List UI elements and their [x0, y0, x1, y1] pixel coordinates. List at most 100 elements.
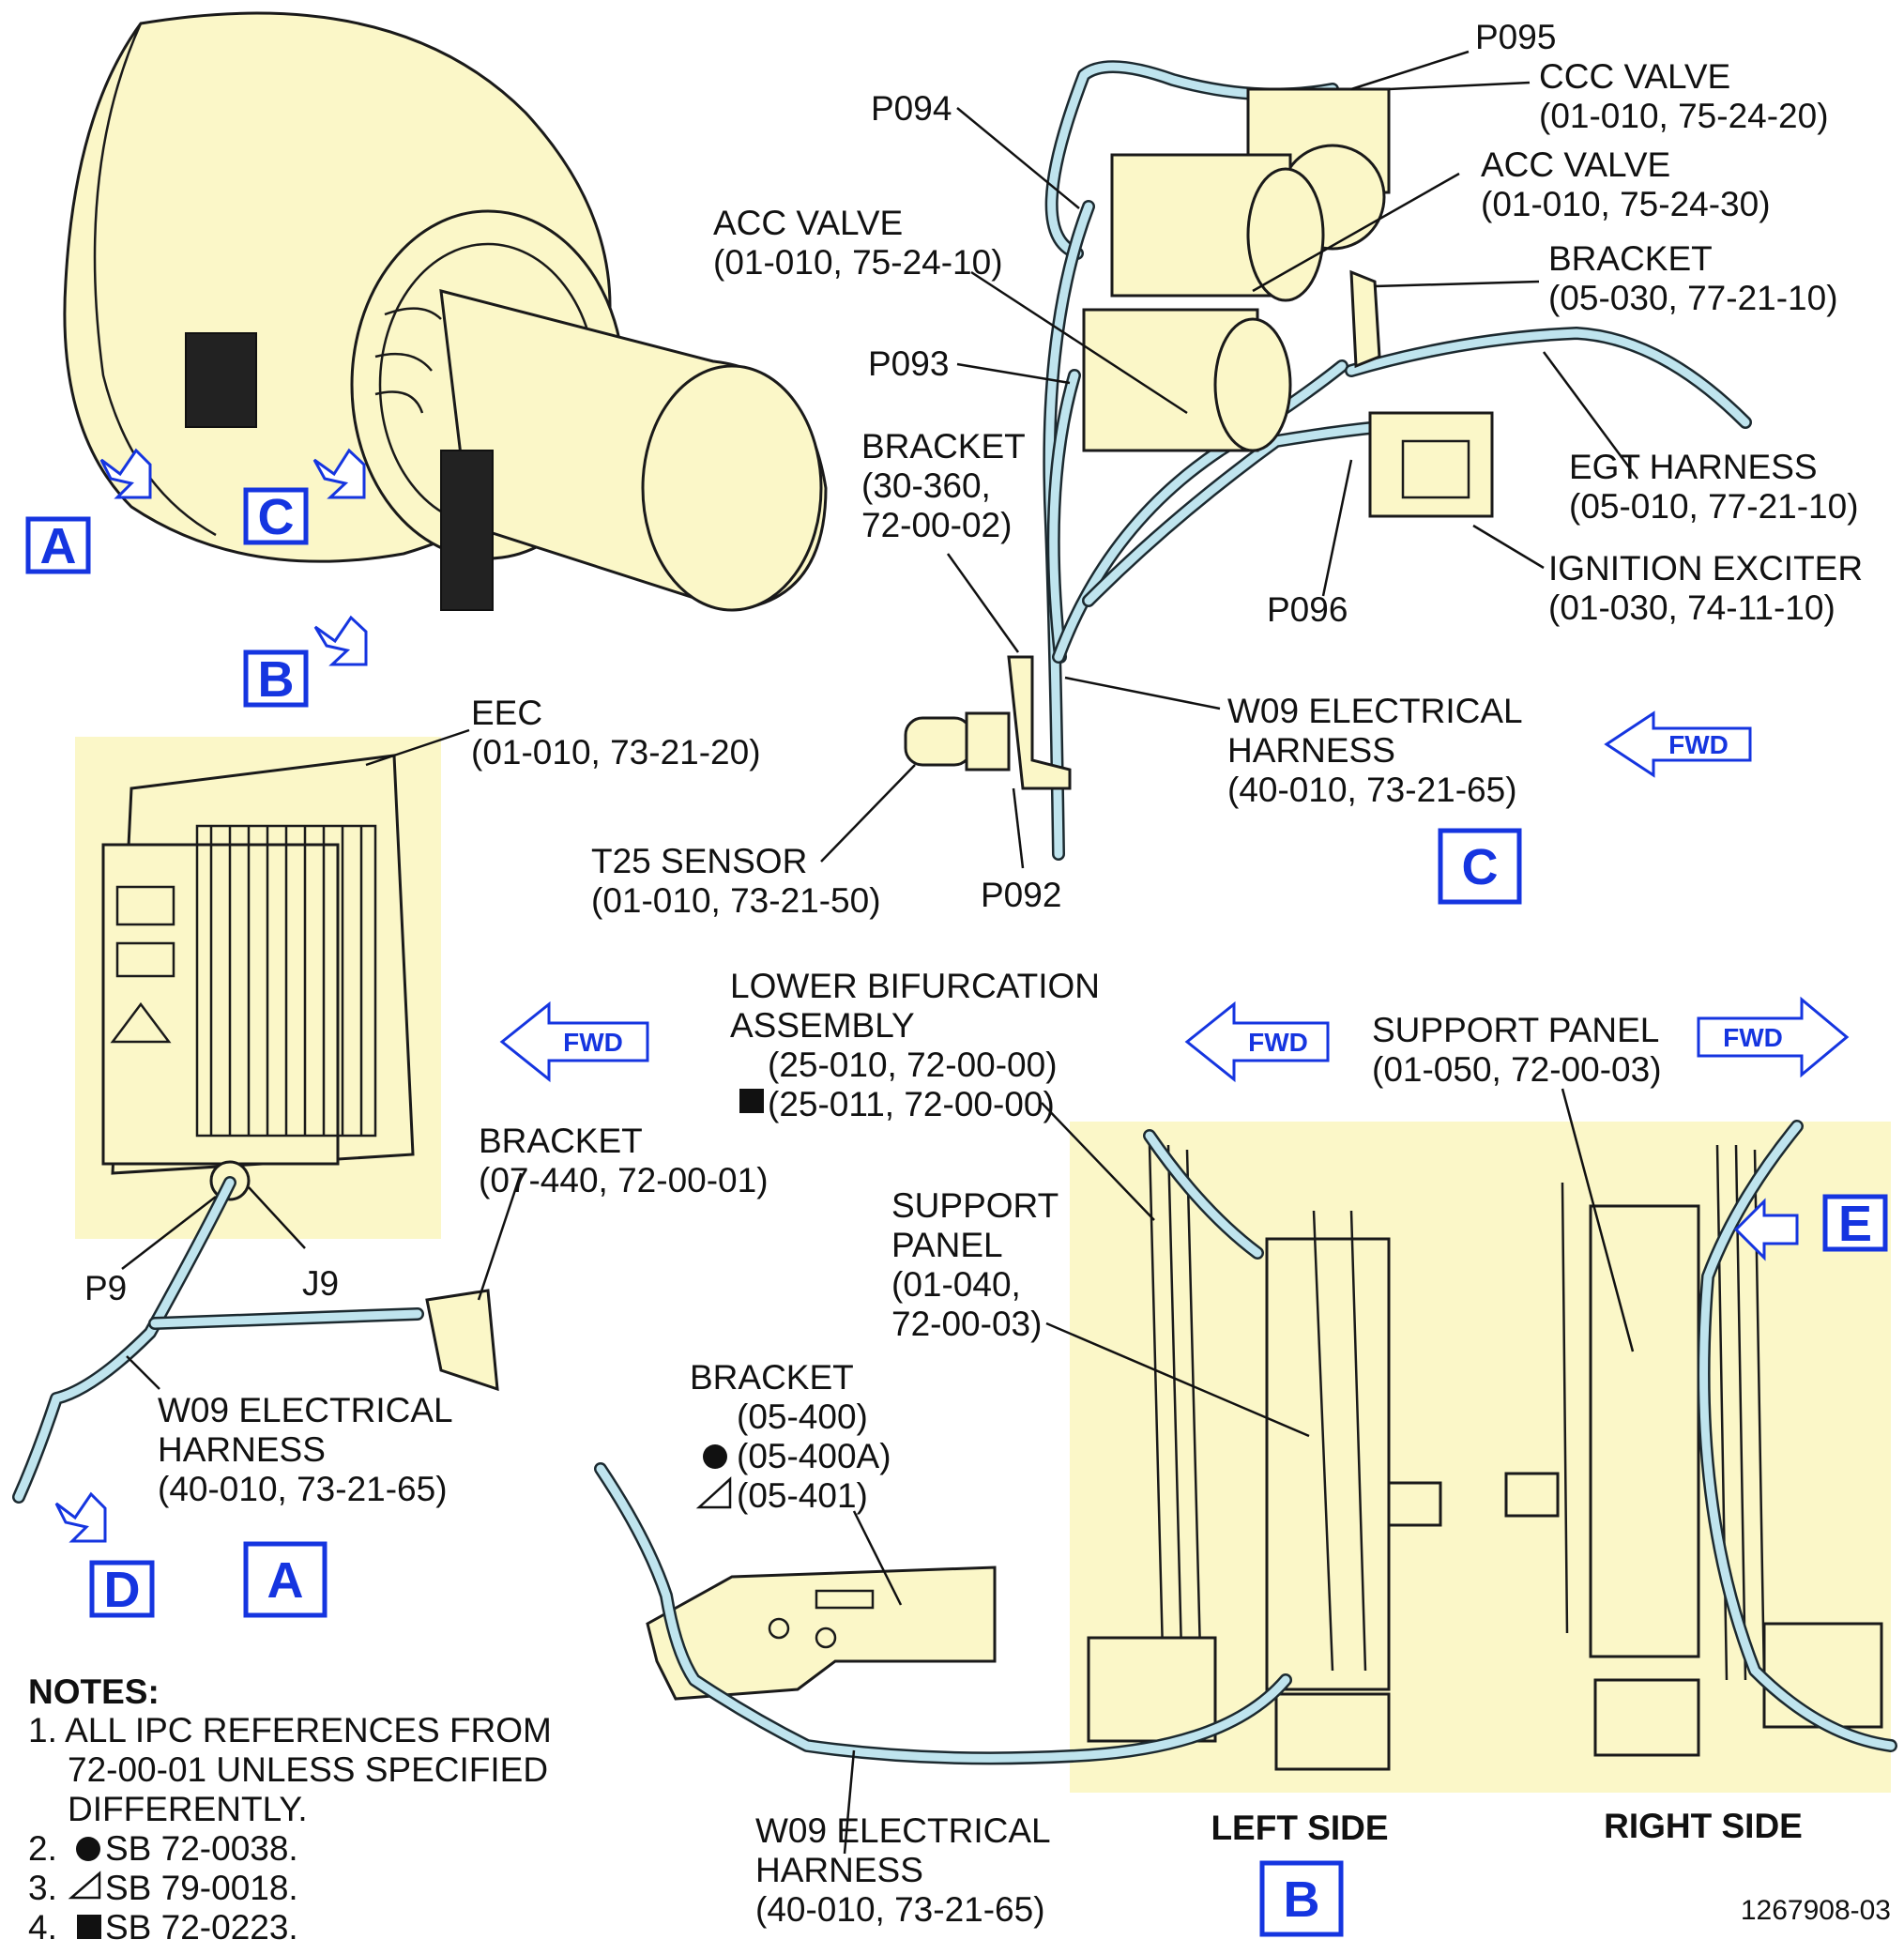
notes-block: NOTES: 1. ALL IPC REFERENCES FROM 72-00-…: [28, 1672, 552, 1947]
support-panel-right-shape: [1589, 1204, 1700, 1658]
label-eec-ref: (01-010, 73-21-20): [471, 733, 761, 771]
label-ignition-exciter-name: IGNITION EXCITER: [1548, 549, 1863, 588]
label-acc-valve-left-ref: (01-010, 75-24-10): [713, 243, 1003, 282]
note-3-triangle-marker: [68, 1871, 101, 1900]
note-1-line1: 1. ALL IPC REFERENCES FROM: [28, 1711, 552, 1749]
label-lower-bifurcation-line1: LOWER BIFURCATION: [730, 967, 1100, 1005]
bracket-a-shape: [425, 1289, 499, 1392]
fwd-arrow-view-b-left: FWD: [1184, 1000, 1330, 1083]
label-bracket-a-ref: (07-440, 72-00-01): [479, 1161, 769, 1199]
view-c-leaders: [820, 50, 1639, 869]
view-tag-c-text: C: [1462, 839, 1499, 895]
view-a-illustration: [12, 754, 499, 1504]
view-tag-e: [1822, 1194, 1888, 1252]
label-w09-a-line1: W09 ELECTRICAL: [158, 1391, 453, 1429]
bracket-c-left-shape: [1007, 655, 1072, 790]
view-tag-d-text: D: [104, 1562, 141, 1618]
label-t25-sensor-name: T25 SENSOR: [591, 842, 807, 880]
label-bracket-b-ref1: (05-400): [737, 1398, 868, 1436]
note-4-text: SB 72-0223.: [105, 1908, 298, 1947]
label-right-side: RIGHT SIDE: [1604, 1807, 1803, 1845]
view-tag-c-overview: [243, 487, 309, 545]
view-tag-e-text: E: [1838, 1196, 1872, 1252]
engine-overview: [63, 11, 828, 612]
label-bracket-b-name: BRACKET: [690, 1358, 854, 1397]
callouts-view-b: LOWER BIFURCATION ASSEMBLY (25-010, 72-0…: [690, 967, 1803, 1929]
view-arrow-d: [54, 1491, 107, 1543]
view-tag-a-overview-text: A: [40, 518, 77, 574]
label-acc-valve-right-ref: (01-010, 75-24-30): [1481, 185, 1771, 223]
label-w09-c-line3: (40-010, 73-21-65): [1227, 771, 1517, 809]
fwd-label-view-b-left: FWD: [1248, 1028, 1308, 1057]
view-tag-a: [243, 1541, 327, 1618]
fwd-label-view-c: FWD: [1668, 730, 1729, 759]
label-ignition-exciter-ref: (01-030, 74-11-10): [1548, 588, 1835, 627]
label-acc-valve-right-name: ACC VALVE: [1481, 145, 1670, 184]
view-a-leaders: [121, 728, 523, 1390]
label-bracket-c-left-ref2: 72-00-02): [861, 506, 1012, 544]
label-support-panel-left-line4: 72-00-03): [891, 1305, 1042, 1343]
label-left-side: LEFT SIDE: [1211, 1809, 1388, 1847]
label-egt-harness-name: EGT HARNESS: [1569, 448, 1818, 486]
note-3-text: SB 79-0018.: [105, 1869, 298, 1907]
label-bracket-a-name: BRACKET: [479, 1122, 643, 1160]
label-w09-a-line2: HARNESS: [158, 1430, 326, 1469]
label-p096: P096: [1267, 590, 1348, 629]
view-b-leaders: [843, 1088, 1635, 1855]
view-c-illustration: [904, 60, 1752, 861]
view-b-right-side: [1504, 1120, 1897, 1757]
label-lower-bifurcation-ref1: (25-010, 72-00-00): [768, 1046, 1058, 1084]
bracket-c-right-shape: [1349, 269, 1381, 369]
fwd-arrow-view-a: FWD: [499, 1000, 649, 1083]
support-panel-left-shape: [1265, 1237, 1391, 1691]
view-tag-c-overview-text: C: [258, 489, 295, 545]
label-support-panel-left-line2: PANEL: [891, 1226, 1003, 1264]
label-bracket-c-right-ref: (05-030, 77-21-10): [1548, 279, 1838, 317]
label-p092: P092: [981, 876, 1061, 914]
fwd-arrow-view-c: FWD: [1604, 710, 1752, 778]
fwd-label-view-b-right: FWD: [1723, 1023, 1783, 1052]
view-tag-d: [89, 1560, 155, 1618]
figure-id: 1267908-03: [1741, 1895, 1891, 1926]
t25-sensor-shape: [904, 716, 973, 767]
view-tag-c: [1438, 828, 1522, 905]
square-marker: [739, 1089, 764, 1113]
note-4-square-marker: [77, 1915, 101, 1939]
note-2-text: SB 72-0038.: [105, 1829, 298, 1868]
circle-marker: [703, 1444, 727, 1469]
notes-title: NOTES:: [28, 1672, 160, 1711]
note-3-number: 3.: [28, 1869, 57, 1907]
label-w09-c-line2: HARNESS: [1227, 731, 1395, 770]
view-arrow-b-overview: [313, 615, 368, 666]
label-support-panel-left-line1: SUPPORT: [891, 1186, 1059, 1225]
label-w09-b-line1: W09 ELECTRICAL: [755, 1811, 1051, 1850]
view-b-left-side: [1087, 1129, 1442, 1771]
note-2-circle-marker: [76, 1837, 100, 1861]
label-w09-b-line2: HARNESS: [755, 1851, 923, 1889]
label-bracket-c-left-ref1: (30-360,: [861, 466, 991, 505]
view-arrow-c-overview: [312, 448, 366, 499]
callouts-view-a: EEC (01-010, 73-21-20) BRACKET (07-440, …: [84, 694, 769, 1508]
view-tag-a-text: A: [267, 1552, 304, 1609]
view-tag-b: [1259, 1860, 1344, 1937]
note-1-line3: DIFFERENTLY.: [68, 1790, 308, 1828]
triangle-marker: [695, 1476, 732, 1509]
view-arrow-a: [99, 448, 152, 499]
label-support-panel-right-ref: (01-050, 72-00-03): [1372, 1050, 1662, 1089]
label-p095: P095: [1475, 18, 1556, 56]
fwd-arrow-view-b-right: FWD: [1697, 996, 1850, 1078]
label-bracket-c-left-name: BRACKET: [861, 427, 1026, 466]
view-tag-b-overview: [243, 649, 309, 708]
label-p9: P9: [84, 1269, 127, 1307]
label-egt-harness-ref: (05-010, 77-21-10): [1569, 487, 1859, 526]
view-tag-b-text: B: [1284, 1871, 1320, 1928]
label-acc-valve-left-name: ACC VALVE: [713, 204, 903, 242]
note-1-line2: 72-00-01 UNLESS SPECIFIED: [68, 1750, 548, 1789]
label-bracket-b-ref3: (05-401): [737, 1476, 868, 1515]
label-ccc-valve-ref: (01-010, 75-24-20): [1539, 97, 1829, 135]
label-w09-b-line3: (40-010, 73-21-65): [755, 1890, 1045, 1929]
fwd-label-view-a: FWD: [563, 1028, 623, 1057]
view-tag-a-overview: [25, 516, 91, 574]
label-eec-name: EEC: [471, 694, 542, 732]
